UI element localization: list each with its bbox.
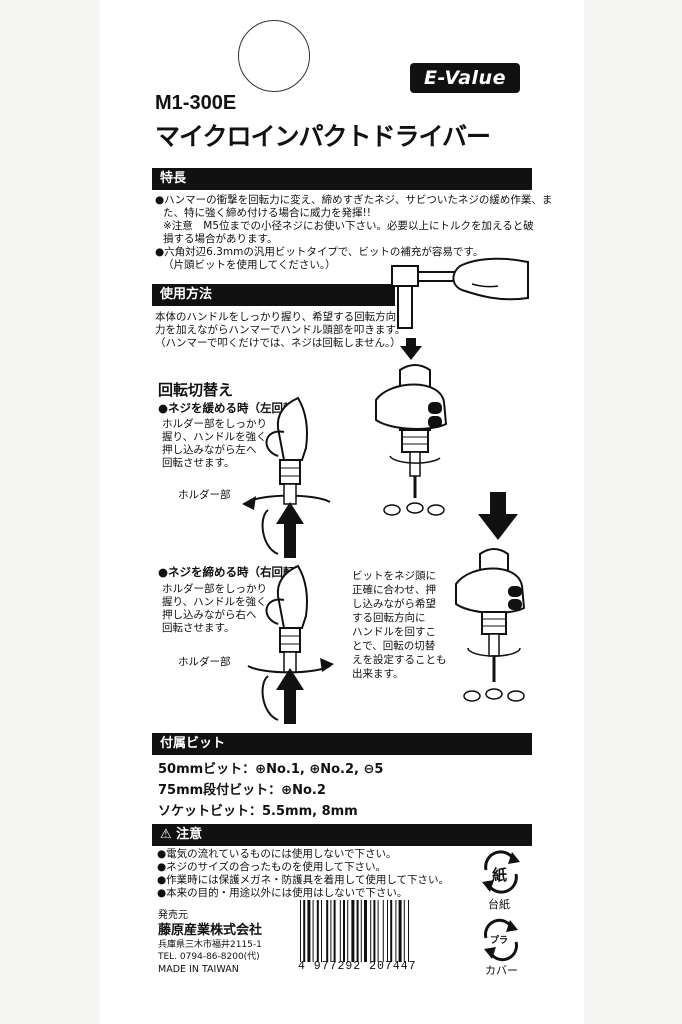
features-heading: 特長: [152, 168, 532, 190]
hammer-hand-illustration: [391, 257, 529, 329]
loosen-line: 回転させます。: [162, 457, 235, 469]
product-title: マイクロインパクトドライバー: [155, 122, 491, 151]
barcode-bar: [321, 900, 322, 962]
down-arrow-large-icon: [478, 492, 518, 540]
brand-logo: E-Value: [410, 63, 520, 93]
barcode-bar: [347, 900, 349, 962]
tighten-line: 握り、ハンドルを強く: [162, 596, 267, 608]
caution-line: ●作業時には保護メガネ・防護具を着用して使用して下さい。: [157, 874, 450, 886]
note-line: ハンドルを回すこ: [352, 626, 436, 638]
seller-address: 兵庫県三木市福井2115-1: [158, 940, 262, 950]
barcode-bar: [343, 900, 345, 962]
tighten-title: ●ネジを締める時（右回転）: [158, 565, 307, 579]
usage-line: 力を加えながらハンマーでハンドル頭部を叩きます。: [155, 324, 406, 336]
included-line: 50mmビット：⊕No.1, ⊕No.2, ⊖5: [158, 762, 384, 777]
caution-line: ●ネジのサイズの合ったものを使用して下さい。: [157, 861, 387, 873]
tighten-line: ホルダー部をしっかり: [162, 583, 267, 595]
barcode-bar: [316, 900, 319, 962]
rotation-heading: 回転切替え: [158, 381, 234, 399]
note-line: とで、回転の切替: [352, 640, 436, 652]
barcode-bar: [395, 900, 397, 962]
loosen-line: 握り、ハンドルを強く: [162, 431, 267, 443]
included-line: 75mm段付ビット：⊕No.2: [158, 783, 326, 798]
barcode-bar: [398, 900, 402, 962]
barcode-number: 4 977292 207447: [298, 960, 417, 973]
note-line: 正確に合わせ、押: [352, 584, 436, 596]
driver-in-hand-illustration: [375, 364, 448, 516]
driver-in-hand-illustration-2: [455, 548, 526, 702]
paper-symbol: 紙: [492, 866, 508, 884]
included-line: ソケットビット：5.5mm, 8mm: [158, 804, 358, 819]
barcode-bar: [360, 900, 362, 962]
usage-line: （ハンマーで叩くだけでは、ネジは回転しません。）: [155, 337, 401, 349]
barcode-bar: [390, 900, 393, 962]
seller-tel: TEL. 0794-86-8200(代): [158, 952, 260, 962]
barcode-bar: [387, 900, 388, 962]
barcode-bar: [364, 900, 367, 962]
barcode-bar: [326, 900, 329, 962]
features-line: た、特に強く締め付ける場合に威力を発揮!!: [163, 207, 371, 219]
barcode-bar: [307, 900, 311, 962]
holder-label: ホルダー部: [178, 656, 231, 668]
loosen-title: ●ネジを緩める時（左回転）: [158, 401, 307, 415]
barcode-bar: [351, 900, 355, 962]
barcode-bar: [356, 900, 359, 962]
hang-hole: [238, 20, 310, 92]
caution-line: ●本来の目的・用途以外には使用はしないで下さい。: [157, 887, 408, 899]
loosen-line: 押し込みながら左へ: [162, 444, 257, 456]
tighten-line: 回転させます。: [162, 622, 235, 634]
features-line: ●ハンマーの衝撃を回転力に変え、締めすぎたネジ、サビついたネジの緩め作業、ま: [155, 194, 553, 206]
included-heading: 付属ビット: [152, 733, 532, 755]
made-in: MADE IN TAIWAN: [158, 964, 239, 975]
barcode-bar: [330, 900, 332, 962]
paper-recycle-icon: [482, 850, 520, 894]
down-arrow-small-icon: [400, 338, 422, 360]
barcode: [300, 900, 409, 962]
barcode-bar: [408, 900, 409, 962]
caution-heading: ⚠ 注意: [152, 824, 532, 846]
seller-label: 発売元: [158, 910, 188, 921]
features-line: ●六角対辺6.3mmの汎用ビットタイプで、ビットの補充が容易です。: [155, 246, 484, 258]
features-line: （片頭ビットを使用してください。）: [163, 259, 336, 271]
barcode-bar: [312, 900, 314, 962]
features-line: 損する場合があります。: [163, 233, 278, 245]
note-line: する回転方向に: [352, 612, 426, 624]
note-line: えを設定することも: [352, 654, 447, 666]
seller-company: 藤原産業株式会社: [158, 923, 263, 938]
barcode-bar: [333, 900, 336, 962]
barcode-bar: [300, 900, 301, 962]
loosen-illustration: [242, 396, 331, 558]
paper-label: 台紙: [488, 898, 510, 911]
barcode-bar: [382, 900, 384, 962]
plastic-label: カバー: [485, 964, 518, 977]
barcode-bar: [377, 900, 379, 962]
barcode-bar: [403, 900, 405, 962]
loosen-line: ホルダー部をしっかり: [162, 418, 267, 430]
tighten-illustration: [247, 564, 334, 724]
barcode-bar: [303, 900, 306, 962]
barcode-bar: [339, 900, 341, 962]
note-line: し込みながら希望: [352, 598, 436, 610]
caution-line: ●電気の流れているものには使用しないで下さい。: [157, 848, 397, 860]
model-number: M1-300E: [155, 92, 237, 114]
note-line: ビットをネジ頭に: [352, 570, 436, 582]
note-line: 出来ます。: [352, 668, 404, 680]
plastic-recycle-icon: [484, 918, 518, 962]
usage-heading: 使用方法: [152, 284, 395, 306]
usage-line: 本体のハンドルをしっかり握り、希望する回転方向に: [155, 311, 407, 323]
plastic-symbol: プラ: [490, 936, 509, 946]
barcode-bar: [370, 900, 372, 962]
barcode-bar: [373, 900, 376, 962]
features-line: ※注意 M5位までの小径ネジにお使い下さい。必要以上にトルクを加えると破: [163, 220, 534, 232]
holder-label: ホルダー部: [178, 489, 231, 501]
tighten-line: 押し込みながら右へ: [162, 609, 257, 621]
